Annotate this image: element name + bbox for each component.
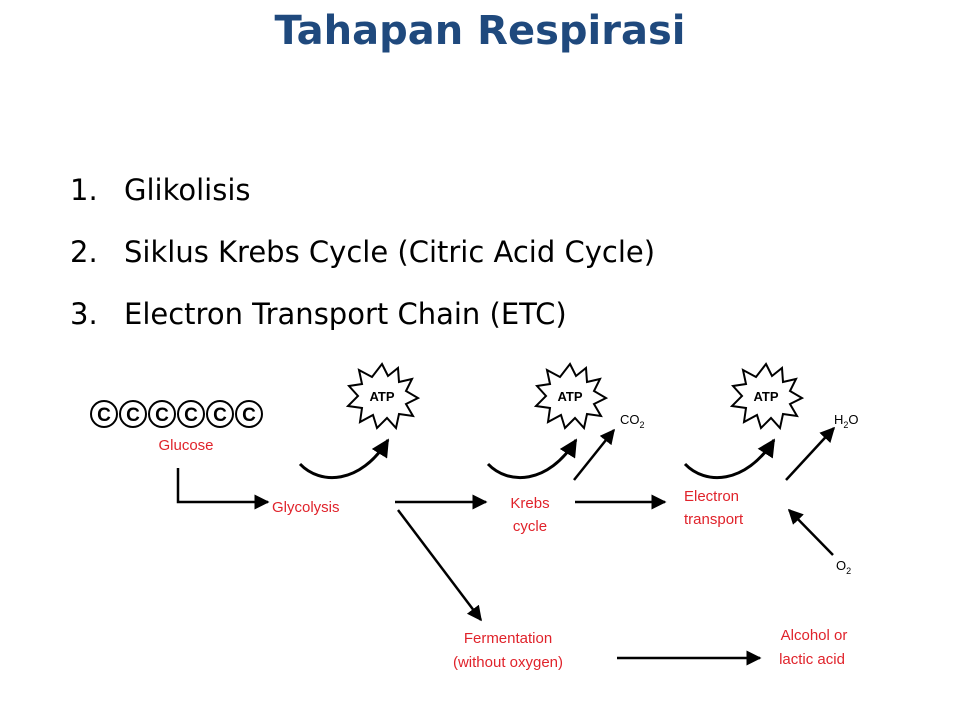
krebs-label-line2: cycle xyxy=(513,518,547,535)
step-glycolysis: 1. Glikolisis xyxy=(70,166,655,228)
alcohol-label-line2: lactic acid xyxy=(779,651,845,668)
step-text: Siklus Krebs Cycle (Citric Acid Cycle) xyxy=(124,235,656,269)
step-number: 3. xyxy=(70,297,98,331)
electron-transport-label-line2: transport xyxy=(684,511,744,528)
glucose-to-glycolysis-arrow xyxy=(176,468,270,510)
svg-text:C: C xyxy=(126,405,140,426)
svg-text:C: C xyxy=(97,405,111,426)
glycolysis-label: Glycolysis xyxy=(272,499,340,516)
svg-text:C: C xyxy=(184,405,198,426)
respiration-steps-list: 1. Glikolisis 2. Siklus Krebs Cycle (Citri… xyxy=(70,166,655,352)
carbon-atom: C xyxy=(206,400,234,428)
co2-release-arrow xyxy=(573,428,615,481)
atp-burst-glycolysis: ATP xyxy=(347,363,419,429)
svg-text:C: C xyxy=(242,405,256,426)
svg-text:ATP: ATP xyxy=(557,389,582,404)
slide-title: Tahapan Respirasi xyxy=(274,8,686,54)
atp-burst-krebs: ATP xyxy=(535,363,607,429)
co2-label: CO2 xyxy=(620,412,645,430)
o2-input-arrow xyxy=(787,508,834,556)
glycolysis-to-fermentation-arrow xyxy=(397,509,482,622)
electron-transport-label-line1: Electron xyxy=(684,488,739,505)
svg-text:ATP: ATP xyxy=(369,389,394,404)
atp-burst-electron-transport: ATP xyxy=(731,363,803,429)
step-electron-transport: 3. Electron Transport Chain (ETC) xyxy=(70,290,655,352)
h2o-label: H2O xyxy=(834,412,859,430)
glucose-carbon-chain: C C C C C C xyxy=(90,400,263,428)
carbon-atom: C xyxy=(235,400,263,428)
carbon-atom: C xyxy=(148,400,176,428)
svg-text:C: C xyxy=(213,405,227,426)
step-number: 1. xyxy=(70,173,98,207)
glucose-label: Glucose xyxy=(158,437,213,454)
o2-label: O2 xyxy=(836,558,851,576)
carbon-atom: C xyxy=(90,400,118,428)
etc-atp-curved-arrow xyxy=(683,438,776,480)
step-text: Electron Transport Chain (ETC) xyxy=(124,297,567,331)
svg-text:ATP: ATP xyxy=(753,389,778,404)
fermentation-label-line2: (without oxygen) xyxy=(453,654,563,671)
svg-text:C: C xyxy=(155,405,169,426)
carbon-atom: C xyxy=(119,400,147,428)
carbon-atom: C xyxy=(177,400,205,428)
step-krebs-cycle: 2. Siklus Krebs Cycle (Citric Acid Cycle) xyxy=(70,228,655,290)
h2o-release-arrow xyxy=(785,426,836,481)
glycolysis-atp-curved-arrow xyxy=(298,438,390,480)
krebs-label-line1: Krebs xyxy=(510,495,549,512)
step-text: Glikolisis xyxy=(124,173,251,207)
fermentation-label-line1: Fermentation xyxy=(464,630,552,647)
alcohol-label-line1: Alcohol or xyxy=(781,627,848,644)
krebs-atp-curved-arrow xyxy=(486,438,578,480)
step-number: 2. xyxy=(70,235,98,269)
